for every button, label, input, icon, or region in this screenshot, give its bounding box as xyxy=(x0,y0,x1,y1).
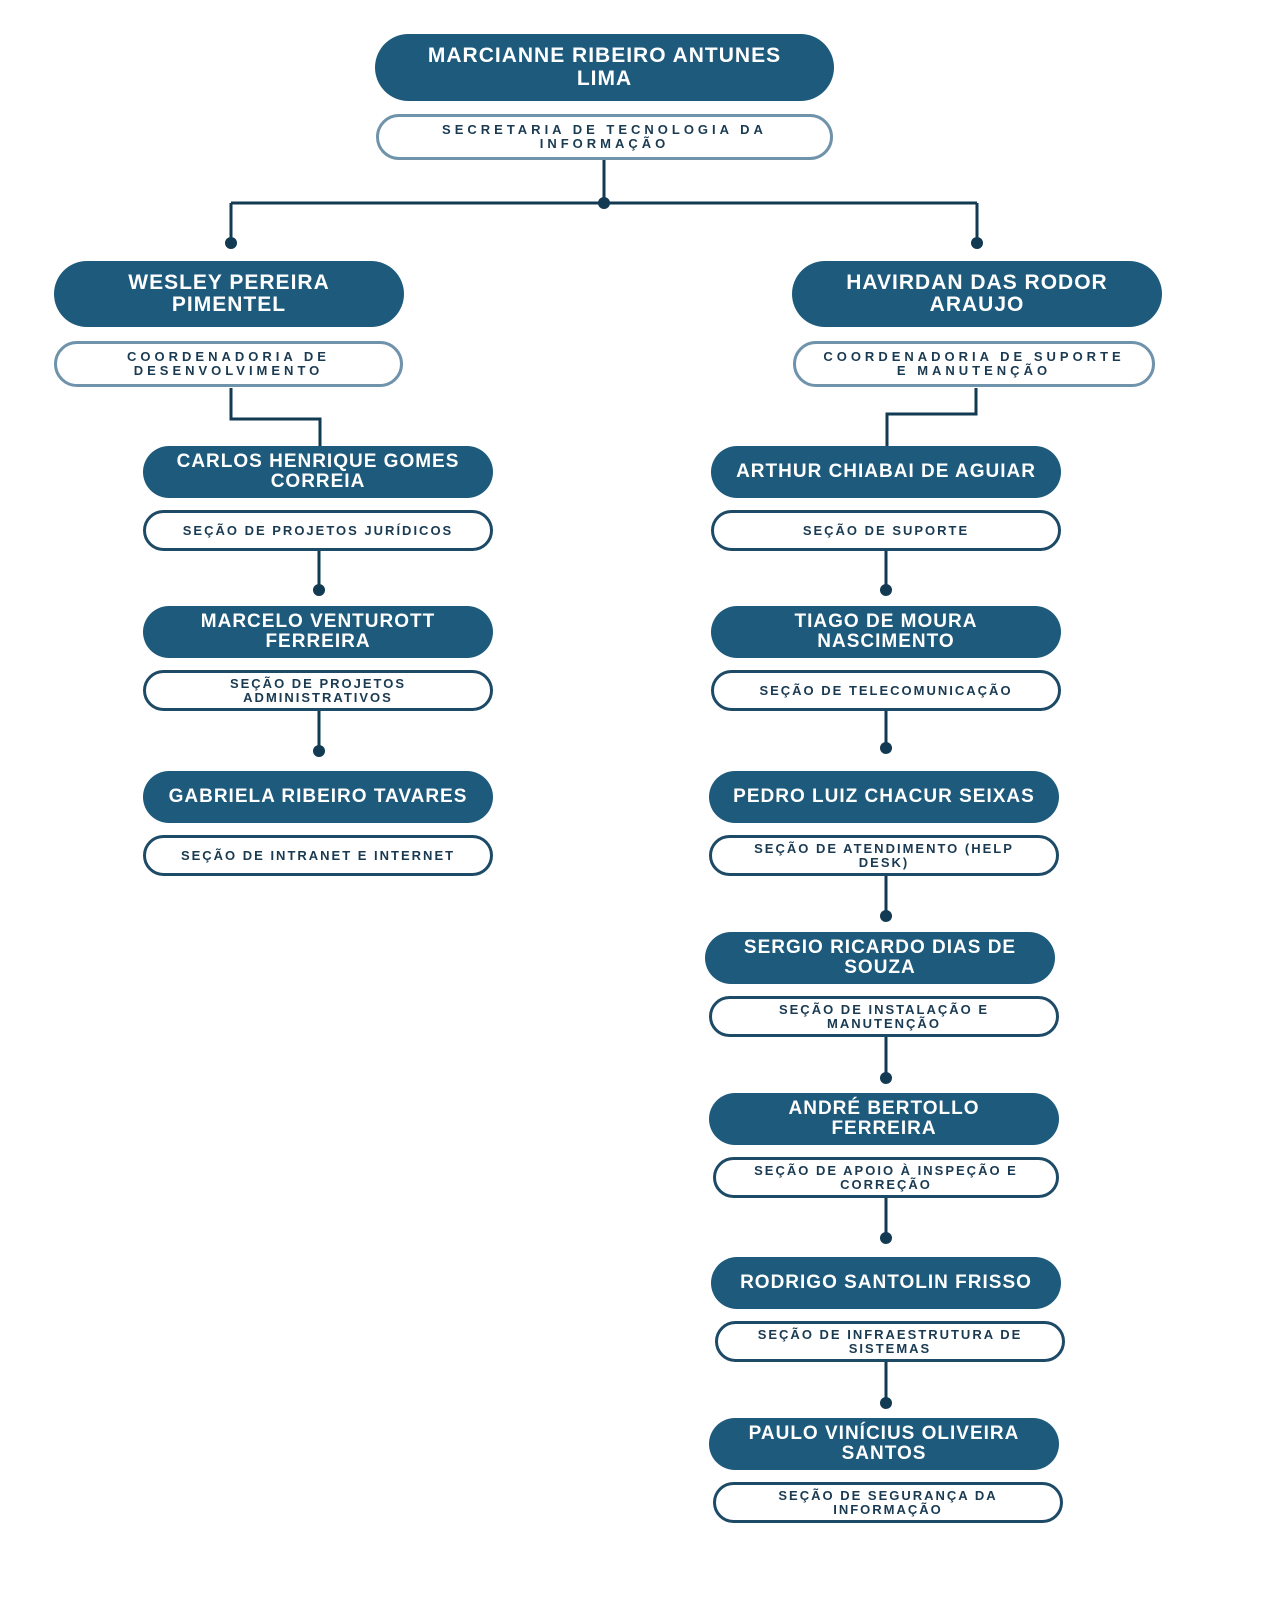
role-label: SEÇÃO DE TELECOMUNICAÇÃO xyxy=(711,670,1061,711)
role-label: SEÇÃO DE INFRAESTRUTURA DE SISTEMAS xyxy=(715,1321,1065,1362)
role-label: SEÇÃO DE SUPORTE xyxy=(711,510,1061,551)
role-label: SEÇÃO DE APOIO À INSPEÇÃO E CORREÇÃO xyxy=(713,1157,1059,1198)
person-name: ARTHUR CHIABAI DE AGUIAR xyxy=(711,446,1061,498)
connector-dot-dev-2 xyxy=(313,745,325,757)
person-name: MARCIANNE RIBEIRO ANTUNES LIMA xyxy=(375,34,834,101)
connector-dot-dev-1 xyxy=(313,584,325,596)
person-name: SERGIO RICARDO DIAS DE SOUZA xyxy=(705,932,1055,984)
connector-dot-sup-2 xyxy=(880,742,892,754)
connector-dot-sup-4 xyxy=(880,1072,892,1084)
connector-dot-sup-6 xyxy=(880,1397,892,1409)
person-name: WESLEY PEREIRA PIMENTEL xyxy=(54,261,404,327)
person-name: MARCELO VENTUROTT FERREIRA xyxy=(143,606,493,658)
role-label: SEÇÃO DE SEGURANÇA DA INFORMAÇÃO xyxy=(713,1482,1063,1523)
role-label: SEÇÃO DE ATENDIMENTO (HELP DESK) xyxy=(709,835,1059,876)
person-name: ANDRÉ BERTOLLO FERREIRA xyxy=(709,1093,1059,1145)
connector-dot-sup-3 xyxy=(880,910,892,922)
role-label: SECRETARIA DE TECNOLOGIA DA INFORMAÇÃO xyxy=(376,114,833,160)
connector-dev-elbow xyxy=(229,388,322,446)
person-name: PAULO VINÍCIUS OLIVEIRA SANTOS xyxy=(709,1418,1059,1470)
person-name: RODRIGO SANTOLIN FRISSO xyxy=(711,1257,1061,1309)
role-label: SEÇÃO DE INSTALAÇÃO E MANUTENÇÃO xyxy=(709,996,1059,1037)
connector-sup-elbow xyxy=(885,388,978,446)
role-label: COORDENADORIA DE DESENVOLVIMENTO xyxy=(54,341,403,387)
connector-dot-sup-5 xyxy=(880,1232,892,1244)
connector-dot-root xyxy=(598,197,610,209)
person-name: TIAGO DE MOURA NASCIMENTO xyxy=(711,606,1061,658)
role-label: SEÇÃO DE PROJETOS JURÍDICOS xyxy=(143,510,493,551)
connector-dot-left xyxy=(225,237,237,249)
role-label: COORDENADORIA DE SUPORTE E MANUTENÇÃO xyxy=(793,341,1155,387)
person-name: HAVIRDAN DAS RODOR ARAUJO xyxy=(792,261,1162,327)
role-label: SEÇÃO DE INTRANET E INTERNET xyxy=(143,835,493,876)
connector-dot-right xyxy=(971,237,983,249)
person-name: PEDRO LUIZ CHACUR SEIXAS xyxy=(709,771,1059,823)
connector-dot-sup-1 xyxy=(880,584,892,596)
role-label: SEÇÃO DE PROJETOS ADMINISTRATIVOS xyxy=(143,670,493,711)
person-name: GABRIELA RIBEIRO TAVARES xyxy=(143,771,493,823)
person-name: CARLOS HENRIQUE GOMES CORREIA xyxy=(143,446,493,498)
